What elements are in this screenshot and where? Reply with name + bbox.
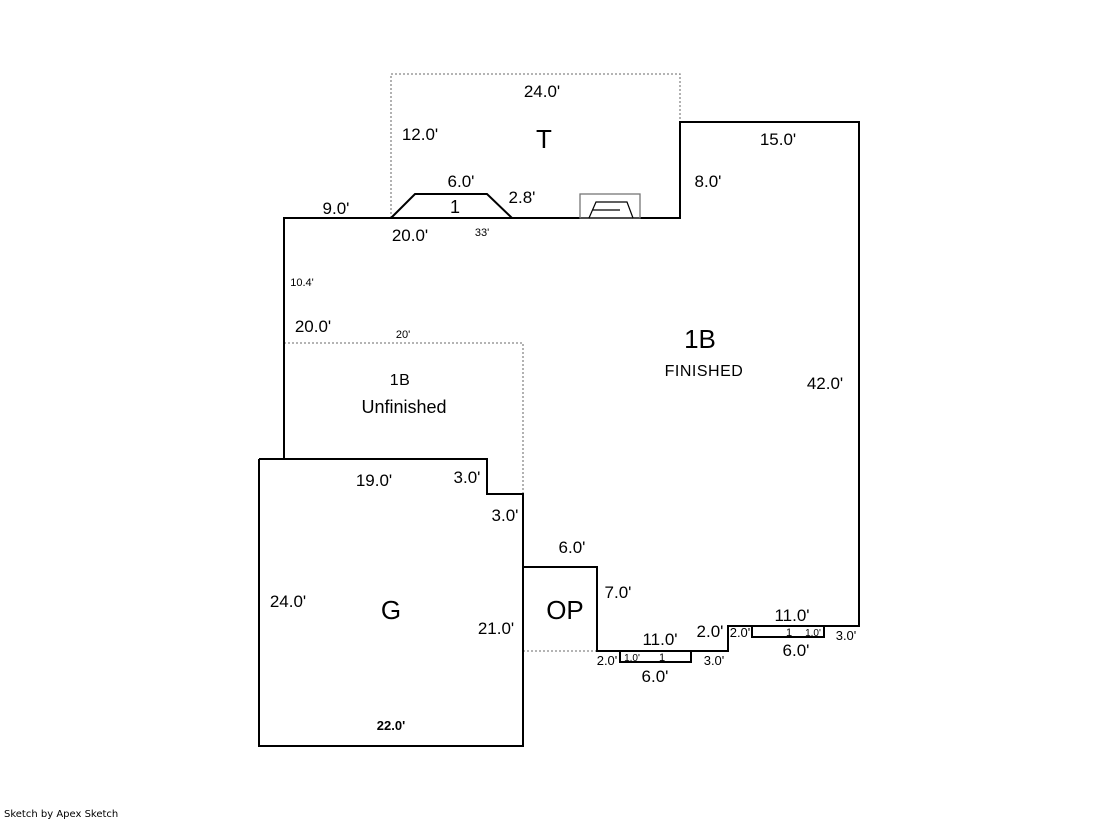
dim-unf-small: 20' — [396, 329, 410, 341]
dim-stoop-r-inner: 1.0' — [805, 628, 821, 639]
dim-top-mid-run: 20.0' — [392, 226, 428, 245]
dim-g-notch-v: 3.0' — [492, 506, 519, 525]
dim-right-side: 42.0' — [807, 374, 843, 393]
dim-t-left: 12.0' — [402, 125, 438, 144]
dim-g-top: 19.0' — [356, 471, 392, 490]
first-floor-sublabel: FINISHED — [665, 363, 744, 380]
unfinished-label: 1B — [390, 372, 411, 389]
dim-top-small: 33' — [475, 227, 489, 239]
dim-stoop-l-inner: 1.0' — [624, 653, 640, 664]
unfinished-sublabel: Unfinished — [361, 397, 446, 417]
fireplace-icon — [588, 201, 634, 219]
dim-t-top: 24.0' — [524, 82, 560, 101]
dim-top-left-run: 9.0' — [323, 199, 350, 218]
dim-left-small: 10.4' — [290, 277, 314, 289]
main-house-outline — [283, 121, 860, 652]
dim-g-right: 21.0' — [478, 619, 514, 638]
dim-left-mid: 20.0' — [295, 317, 331, 336]
dim-right-top: 15.0' — [760, 130, 796, 149]
porch-label: OP — [546, 595, 584, 625]
dim-g-notch-h: 3.0' — [454, 468, 481, 487]
fireplace-box — [579, 193, 641, 219]
stoop-right-label: 1 — [786, 627, 792, 639]
first-floor-label: 1B — [684, 324, 716, 354]
dim-stoop-r-left: 2.0' — [730, 625, 751, 640]
dim-step-8: 8.0' — [695, 172, 722, 191]
dim-bot-left-step: 2.0' — [697, 622, 724, 641]
dim-stoop-r-width: 6.0' — [783, 641, 810, 660]
dim-bot-left-run: 11.0' — [642, 630, 677, 649]
dim-op-top: 6.0' — [559, 538, 586, 557]
dim-stoop-l-left: 2.0' — [597, 653, 618, 668]
dim-op-side: 7.0' — [605, 583, 632, 602]
stoop-right-outline — [751, 625, 825, 638]
stoop-left-outline — [619, 650, 692, 663]
dim-stoop-l-right: 3.0' — [704, 653, 725, 668]
dim-bay-top: 6.0' — [448, 172, 475, 191]
garage-outline — [258, 458, 524, 747]
dim-stoop-r-right: 3.0' — [836, 628, 857, 643]
terrace-outline — [390, 73, 681, 218]
dim-g-left: 24.0' — [270, 592, 306, 611]
bay-window-outline — [390, 193, 513, 219]
bay-label: 1 — [450, 197, 460, 217]
dim-bay-side: 2.8' — [509, 188, 536, 207]
stoop-left-label: 1 — [659, 652, 665, 664]
terrace-label: T — [536, 124, 552, 154]
dim-g-bottom: 22.0' — [377, 718, 405, 733]
sketch-credit: Sketch by Apex Sketch — [4, 809, 119, 820]
dim-bot-right-run: 11.0' — [774, 606, 809, 625]
garage-label: G — [381, 595, 401, 625]
dim-stoop-l-width: 6.0' — [642, 667, 669, 686]
